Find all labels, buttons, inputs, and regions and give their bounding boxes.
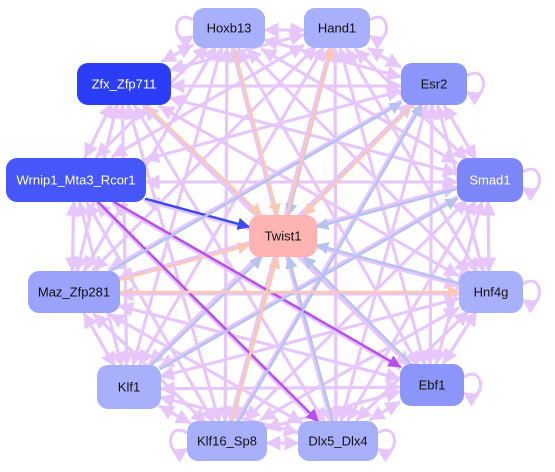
node-Zfx_Zfp711[interactable]: Zfx_Zfp711 <box>77 63 171 105</box>
node-box[interactable] <box>459 271 523 313</box>
node-box[interactable] <box>401 63 467 105</box>
node-label: Esr2 <box>421 77 448 92</box>
edge-Zfx_Zfp711-to-Hoxb13 <box>160 43 194 63</box>
edge-Wrnip1_Mta3_Rcor1-to-Dlx5_Dlx4 <box>96 200 320 423</box>
edge-Hnf4g-to-Smad1 <box>480 200 496 273</box>
edge-Smad1-to-Klf1 <box>158 195 458 369</box>
node-box[interactable] <box>193 8 265 48</box>
node-Wrnip1_Mta3_Rcor1[interactable]: Wrnip1_Mta3_Rcor1 <box>6 158 146 202</box>
node-Ebf1[interactable]: Ebf1 <box>400 364 464 406</box>
node-box[interactable] <box>400 364 464 406</box>
edge-Klf16_Sp8-to-Esr2 <box>237 103 424 423</box>
edge-Hoxb13-to-Twist1 <box>232 46 281 217</box>
edge-Klf1-to-Hand1 <box>138 45 326 366</box>
node-box[interactable] <box>6 158 146 202</box>
node-Dlx5_Dlx4[interactable]: Dlx5_Dlx4 <box>298 421 378 461</box>
edge-Ebf1-to-Wrnip1_Mta3_Rcor1 <box>111 202 401 370</box>
node-box[interactable] <box>249 215 317 257</box>
node-label: Klf1 <box>118 380 140 395</box>
edge-Esr2-to-Maz_Zfp281 <box>107 99 402 271</box>
edge-Klf16_Sp8-to-Hoxb13 <box>219 46 235 423</box>
node-label: Zfx_Zfp711 <box>92 77 157 92</box>
node-box[interactable] <box>28 271 120 313</box>
self-loop-layer <box>169 15 541 463</box>
edge-Zfx_Zfp711-to-Twist1 <box>144 103 263 217</box>
self-loop-Ebf1 <box>462 372 482 407</box>
edge-Dlx5_Dlx4-to-Maz_Zfp281 <box>108 313 304 425</box>
node-Hoxb13[interactable]: Hoxb13 <box>193 8 265 48</box>
node-Klf1[interactable]: Klf1 <box>97 365 161 409</box>
node-Smad1[interactable]: Smad1 <box>457 158 523 202</box>
edge-Smad1-to-Zfx_Zfp711 <box>168 94 458 175</box>
edge-Maz_Zfp281-to-Esr2 <box>109 101 403 273</box>
edge-Dlx5_Dlx4-to-Hand1 <box>327 46 343 423</box>
edge-Dlx5_Dlx4-to-Klf1 <box>158 393 299 435</box>
self-loop-Dlx5_Dlx4 <box>376 428 396 463</box>
edge-Klf16_Sp8-to-Wrnip1_Mta3_Rcor1 <box>85 201 216 424</box>
self-loop-Klf16_Sp8 <box>169 428 189 463</box>
edge-Maz_Zfp281-to-Hoxb13 <box>83 45 218 272</box>
edge-Maz_Zfp281-to-Wrnip1_Mta3_Rcor1 <box>65 200 81 273</box>
edge-Ebf1-to-Hnf4g <box>442 310 478 365</box>
node-Maz_Zfp281[interactable]: Maz_Zfp281 <box>28 271 120 313</box>
node-label: Hand1 <box>318 21 356 36</box>
edge-Maz_Zfp281-to-Hand1 <box>92 45 318 272</box>
self-loop-Hnf4g <box>521 279 541 314</box>
node-box[interactable] <box>97 365 161 409</box>
node-box[interactable] <box>187 421 267 461</box>
edge-Dlx5_Dlx4-to-Twist1 <box>285 255 334 423</box>
node-Esr2[interactable]: Esr2 <box>401 63 467 105</box>
edge-Klf1-to-Hoxb13 <box>131 45 226 366</box>
node-Hand1[interactable]: Hand1 <box>304 8 370 48</box>
edge-Smad1-to-Esr2 <box>443 104 477 161</box>
edge-Ebf1-to-Hoxb13 <box>237 47 420 367</box>
node-label: Maz_Zfp281 <box>38 285 110 300</box>
edge-Dlx5_Dlx4-to-Zfx_Zfp711 <box>133 104 326 424</box>
node-label: Wrnip1_Mta3_Rcor1 <box>17 173 136 188</box>
node-label: Hoxb13 <box>207 21 252 36</box>
self-loop-Smad1 <box>521 167 541 202</box>
node-label: Hnf4g <box>474 285 509 300</box>
node-box[interactable] <box>77 63 171 105</box>
edge-Klf1-to-Maz_Zfp281 <box>82 312 117 368</box>
node-box[interactable] <box>298 421 378 461</box>
node-label: Ebf1 <box>419 378 446 393</box>
edge-Klf1-to-Zfx_Zfp711 <box>115 103 131 367</box>
edge-Klf1-to-Smad1 <box>159 197 459 370</box>
edge-Hnf4g-to-Twist1 <box>315 242 461 285</box>
node-label: Twist1 <box>265 229 302 244</box>
edge-Esr2-to-Hand1 <box>367 47 402 69</box>
node-Klf16_Sp8[interactable]: Klf16_Sp8 <box>187 421 267 461</box>
edge-Smad1-to-Twist1 <box>315 187 459 230</box>
edge-Dlx5_Dlx4-to-Smad1 <box>346 199 477 422</box>
edge-Ebf1-to-Twist1 <box>302 255 413 366</box>
edge-Wrnip1_Mta3_Rcor1-to-Twist1 <box>144 197 251 230</box>
node-label: Klf16_Sp8 <box>197 434 257 449</box>
edge-Wrnip1_Mta3_Rcor1-to-Ebf1 <box>112 200 402 368</box>
edge-Esr2-to-Twist1 <box>302 103 415 217</box>
edge-Maz_Zfp281-to-Twist1 <box>118 241 251 281</box>
node-Twist1[interactable]: Twist1 <box>249 215 317 257</box>
edge-Dlx5_Dlx4-to-Ebf1 <box>369 400 401 421</box>
node-label: Dlx5_Dlx4 <box>308 434 367 449</box>
node-label: Smad1 <box>469 173 510 188</box>
node-box[interactable] <box>304 8 370 48</box>
self-loop-Hoxb13 <box>175 15 195 50</box>
edge-Dlx5_Dlx4-to-Wrnip1_Mta3_Rcor1 <box>95 201 319 424</box>
self-loop-Hand1 <box>368 15 388 50</box>
edge-Klf16_Sp8-to-Klf1 <box>158 404 192 425</box>
node-Hnf4g[interactable]: Hnf4g <box>459 271 523 313</box>
self-loop-Esr2 <box>465 71 485 106</box>
node-box[interactable] <box>457 158 523 202</box>
edge-Hnf4g-to-Zfx_Zfp711 <box>158 105 460 278</box>
